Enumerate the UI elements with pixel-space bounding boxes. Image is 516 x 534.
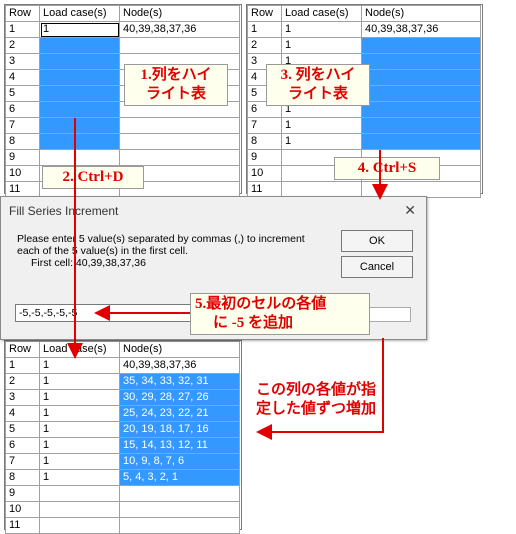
- cancel-button[interactable]: Cancel: [341, 256, 413, 278]
- ok-button[interactable]: OK: [341, 230, 413, 252]
- nodes-cell[interactable]: 40,39,38,37,36: [361, 21, 481, 38]
- column-header[interactable]: Node(s): [119, 341, 240, 358]
- row-number-cell[interactable]: 10: [5, 165, 40, 182]
- row-number-cell[interactable]: 4: [5, 405, 40, 422]
- nodes-cell[interactable]: 15, 14, 13, 12, 11: [119, 437, 240, 454]
- row-number-cell[interactable]: 8: [5, 133, 40, 150]
- column-header[interactable]: Node(s): [119, 5, 240, 22]
- callout-step3-line2: ライト表: [287, 86, 348, 102]
- dialog-message-line1: Please enter 5 value(s) separated by com…: [17, 233, 305, 245]
- row-number-cell[interactable]: 7: [5, 117, 40, 134]
- dialog-title: Fill Series Increment: [9, 204, 119, 218]
- callout-step5-line1: 5.最初のセルの各値: [195, 296, 327, 312]
- callout-step1-line1: 1.列をハイ: [140, 67, 212, 83]
- row-number-cell[interactable]: 6: [5, 101, 40, 118]
- dialog-message-line2: each of the 5 value(s) in the first cell…: [17, 245, 188, 257]
- callout-step3: 3. 列をハイ ライト表: [266, 64, 370, 106]
- callout-result-line2: 定した値ずつ増加: [256, 401, 377, 417]
- row-number-cell[interactable]: 9: [247, 149, 282, 166]
- load-case-cell[interactable]: [39, 117, 120, 134]
- table-row[interactable]: 11: [247, 181, 481, 198]
- callout-step1: 1.列をハイ ライト表: [124, 64, 228, 106]
- dialog-message: Please enter 5 value(s) separated by com…: [17, 233, 337, 269]
- row-number-cell[interactable]: 10: [247, 165, 282, 182]
- row-number-cell[interactable]: 2: [5, 37, 40, 54]
- row-number-cell[interactable]: 3: [5, 53, 40, 70]
- row-number-cell[interactable]: 5: [5, 421, 40, 438]
- nodes-cell[interactable]: 20, 19, 18, 17, 16: [119, 421, 240, 438]
- row-number-cell[interactable]: 9: [5, 485, 40, 502]
- row-number-cell[interactable]: 8: [5, 469, 40, 486]
- nodes-cell[interactable]: 35, 34, 33, 32, 31: [119, 373, 240, 390]
- column-header[interactable]: Row: [247, 5, 282, 22]
- callout-step1-line2: ライト表: [145, 86, 206, 102]
- callout-result-line1: この列の各値が指: [256, 382, 377, 398]
- nodes-cell[interactable]: [361, 85, 481, 102]
- row-number-cell[interactable]: 6: [5, 437, 40, 454]
- callout-step5-line2: に -5 を追加: [213, 315, 293, 331]
- nodes-cell[interactable]: [361, 69, 481, 86]
- column-header[interactable]: Node(s): [361, 5, 481, 22]
- nodes-cell[interactable]: [361, 37, 481, 54]
- callout-step5: 5.最初のセルの各値 に -5 を追加: [190, 293, 370, 335]
- load-case-cell[interactable]: [39, 133, 120, 150]
- nodes-cell[interactable]: 5, 4, 3, 2, 1: [119, 469, 240, 486]
- callout-result: この列の各値が指 定した値ずつ増加: [252, 380, 400, 420]
- row-number-cell[interactable]: 5: [5, 85, 40, 102]
- row-number-cell[interactable]: 2: [247, 37, 282, 54]
- nodes-cell[interactable]: 40,39,38,37,36: [119, 21, 240, 38]
- table-row[interactable]: 7: [5, 117, 240, 134]
- row-number-cell[interactable]: 9: [5, 149, 40, 166]
- row-number-cell[interactable]: 8: [247, 133, 282, 150]
- column-header[interactable]: Row: [5, 5, 40, 22]
- dialog-first-cell: First cell: 40,39,38,37,36: [31, 257, 146, 269]
- callout-step3-line1: 3. 列をハイ: [280, 67, 356, 83]
- nodes-cell[interactable]: 25, 24, 23, 22, 21: [119, 405, 240, 422]
- callout-step4: 4. Ctrl+S: [334, 157, 440, 180]
- nodes-cell[interactable]: 40,39,38,37,36: [119, 357, 240, 374]
- close-icon[interactable]: ✕: [404, 202, 416, 218]
- callout-step2: 2. Ctrl+D: [42, 166, 144, 189]
- load-case-cell[interactable]: [39, 85, 120, 102]
- table-row[interactable]: 8: [5, 133, 240, 150]
- nodes-cell[interactable]: 10, 9, 8, 7, 6: [119, 453, 240, 470]
- column-header[interactable]: Row: [5, 341, 40, 358]
- row-number-cell[interactable]: 4: [5, 69, 40, 86]
- column-header[interactable]: Load case(s): [281, 5, 362, 22]
- nodes-cell[interactable]: [361, 53, 481, 70]
- arrow-result: [256, 338, 384, 440]
